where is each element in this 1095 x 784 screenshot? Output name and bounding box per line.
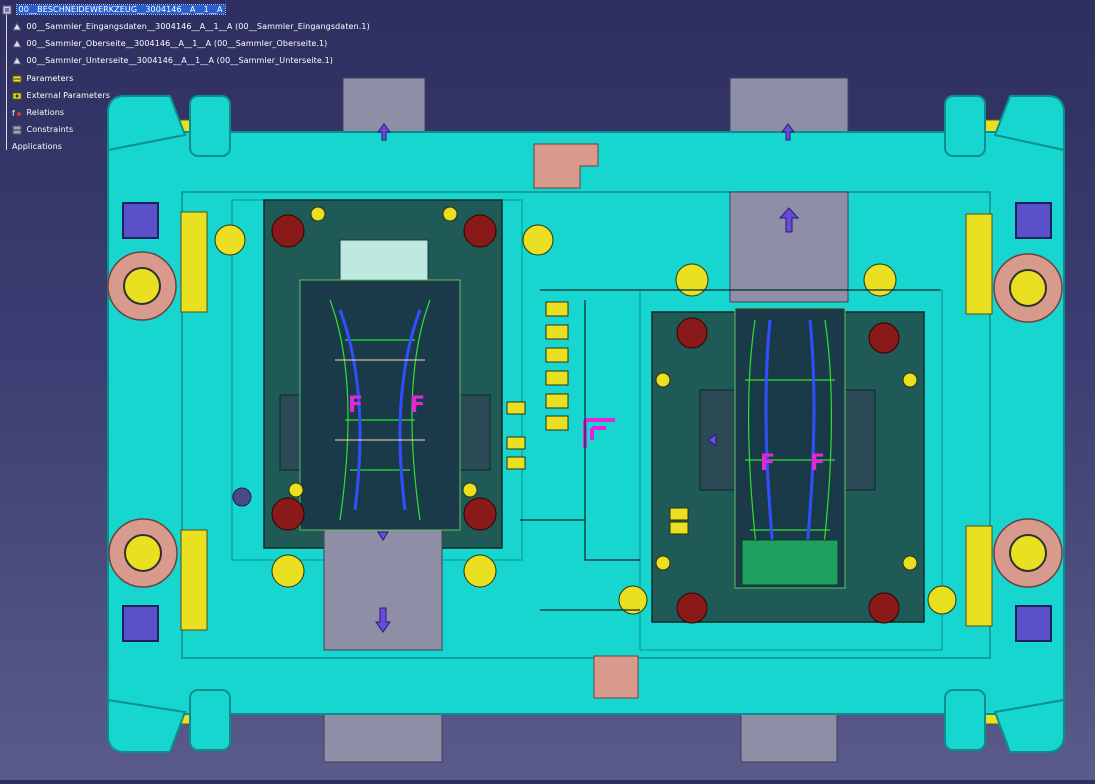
tree-item-unterseite[interactable]: 00__Sammler_Unterseite__3004146__A__1__A… bbox=[12, 55, 333, 67]
part-icon bbox=[12, 39, 22, 48]
svg-text:F: F bbox=[760, 451, 775, 476]
external-parameters-icon bbox=[12, 92, 22, 100]
tree-connector-line bbox=[6, 12, 7, 150]
right-die-pocket: F F bbox=[618, 191, 957, 624]
tree-item-label: 00__Sammler_Oberseite__3004146__A__1__A … bbox=[26, 39, 328, 48]
wear-plates bbox=[180, 211, 993, 631]
part-icon bbox=[12, 22, 22, 31]
tree-root-label: 00__BESCHNEIDEWERKZEUG__3004146__A__1__A bbox=[15, 4, 226, 15]
tree-item-applications[interactable]: Applications bbox=[12, 141, 62, 153]
svg-text:f: f bbox=[12, 109, 15, 118]
center-connectors bbox=[506, 301, 569, 470]
side-bolt-pads bbox=[107, 202, 1063, 642]
tree-item-label: Relations bbox=[26, 108, 65, 117]
specification-tree[interactable]: 00__BESCHNEIDEWERKZEUG__3004146__A__1__A… bbox=[0, 0, 380, 160]
tree-item-parameters[interactable]: Parameters bbox=[12, 73, 73, 85]
tree-item-relations[interactable]: f Relations bbox=[12, 107, 64, 119]
part-icon bbox=[12, 56, 22, 65]
tree-item-eingangsdaten[interactable]: 00__Sammler_Eingangsdaten__3004146__A__1… bbox=[12, 21, 370, 33]
tree-item-label: Parameters bbox=[26, 74, 74, 83]
tree-item-oberseite[interactable]: 00__Sammler_Oberseite__3004146__A__1__A … bbox=[12, 38, 327, 50]
tree-item-label: 00__Sammler_Eingangsdaten__3004146__A__1… bbox=[26, 22, 370, 31]
svg-text:F: F bbox=[410, 393, 425, 418]
tree-item-label: Constraints bbox=[26, 125, 74, 134]
svg-text:F: F bbox=[348, 393, 363, 418]
product-icon bbox=[2, 5, 12, 15]
parameters-icon bbox=[12, 75, 22, 83]
tree-item-label: External Parameters bbox=[26, 91, 110, 100]
tree-root-product[interactable]: 00__BESCHNEIDEWERKZEUG__3004146__A__1__A bbox=[2, 4, 226, 16]
pink-blocks bbox=[439, 143, 639, 699]
relations-icon: f bbox=[12, 109, 21, 118]
direction-arrows bbox=[375, 123, 800, 633]
cable-routing bbox=[520, 289, 940, 611]
constraints-icon bbox=[12, 125, 22, 135]
tree-item-constraints[interactable]: Constraints bbox=[12, 124, 73, 136]
svg-text:F: F bbox=[810, 451, 825, 476]
tree-item-label: Applications bbox=[12, 142, 63, 151]
tree-item-external-parameters[interactable]: External Parameters bbox=[12, 90, 110, 102]
left-die-pocket: F F bbox=[214, 199, 554, 651]
tree-item-label: 00__Sammler_Unterseite__3004146__A__1__A… bbox=[26, 56, 333, 65]
